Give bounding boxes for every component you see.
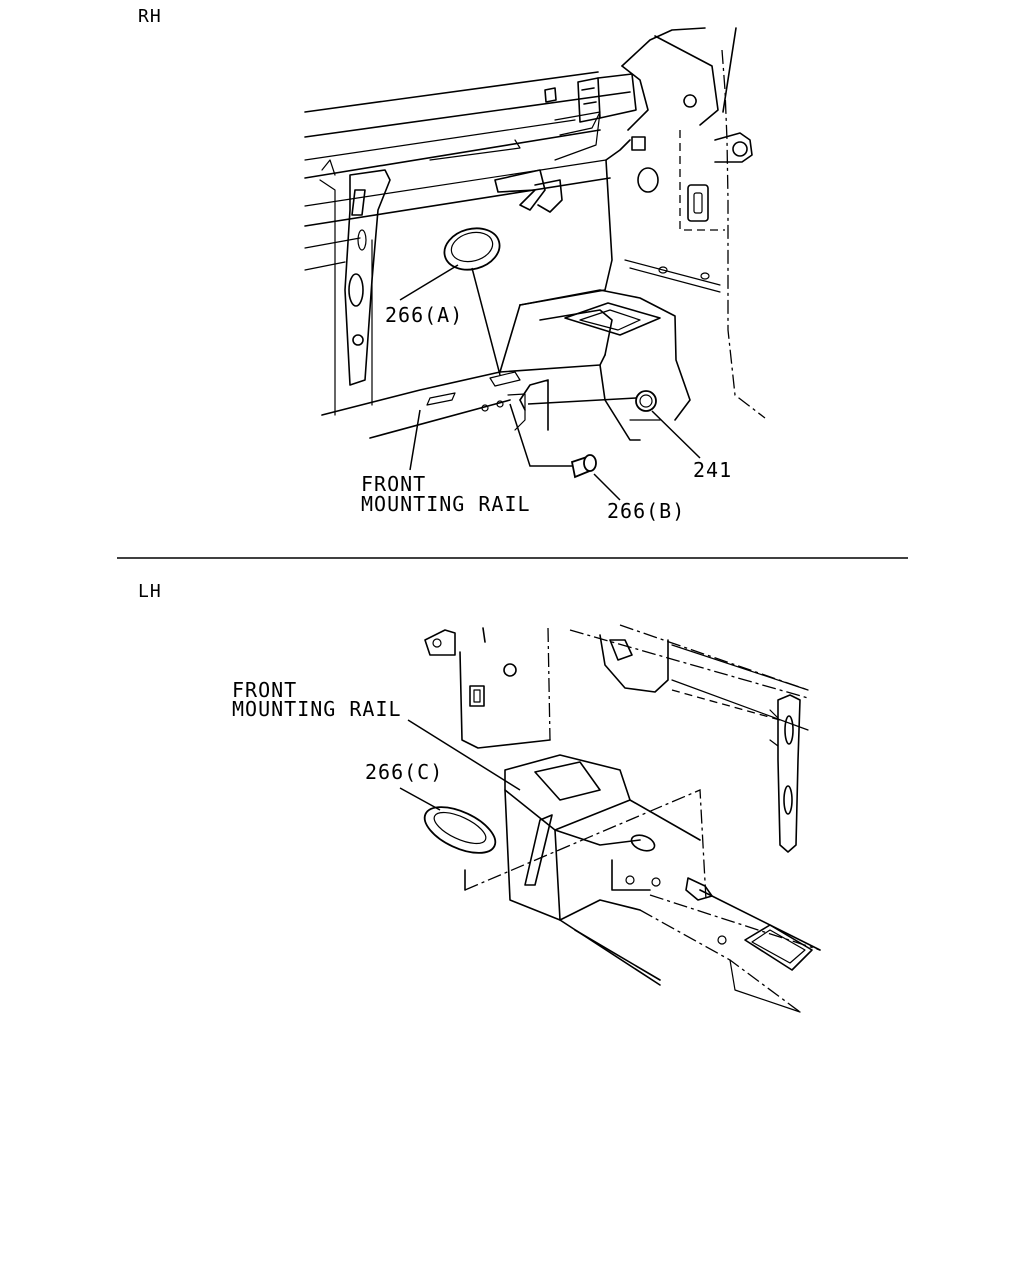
callout-front-rail-line1-lh: FRONT — [232, 678, 297, 702]
callout-front-rail-line1: FRONT — [361, 472, 426, 496]
callout-266b: 266(B) — [607, 499, 685, 523]
callout-front-rail-line2: MOUNTING RAIL — [361, 492, 531, 516]
grommet-266a — [443, 227, 501, 271]
rh-leader-lines — [399, 264, 701, 501]
lh-body-structure — [424, 624, 821, 1013]
callout-241: 241 — [693, 458, 732, 482]
rh-body-structure — [304, 27, 766, 441]
lh-section-label: LH — [138, 581, 162, 602]
lh-section: LH — [138, 581, 821, 1013]
callout-front-rail-line2-lh: MOUNTING RAIL — [232, 697, 402, 721]
callout-266a: 266(A) — [385, 303, 463, 327]
grommet-266b — [570, 454, 597, 479]
grommet-266c — [423, 806, 497, 854]
rh-section: RH — [138, 6, 766, 523]
rh-section-label: RH — [138, 6, 162, 27]
lh-leader-lines — [399, 719, 521, 811]
callout-266c: 266(C) — [365, 760, 443, 784]
plug-241 — [635, 390, 657, 412]
